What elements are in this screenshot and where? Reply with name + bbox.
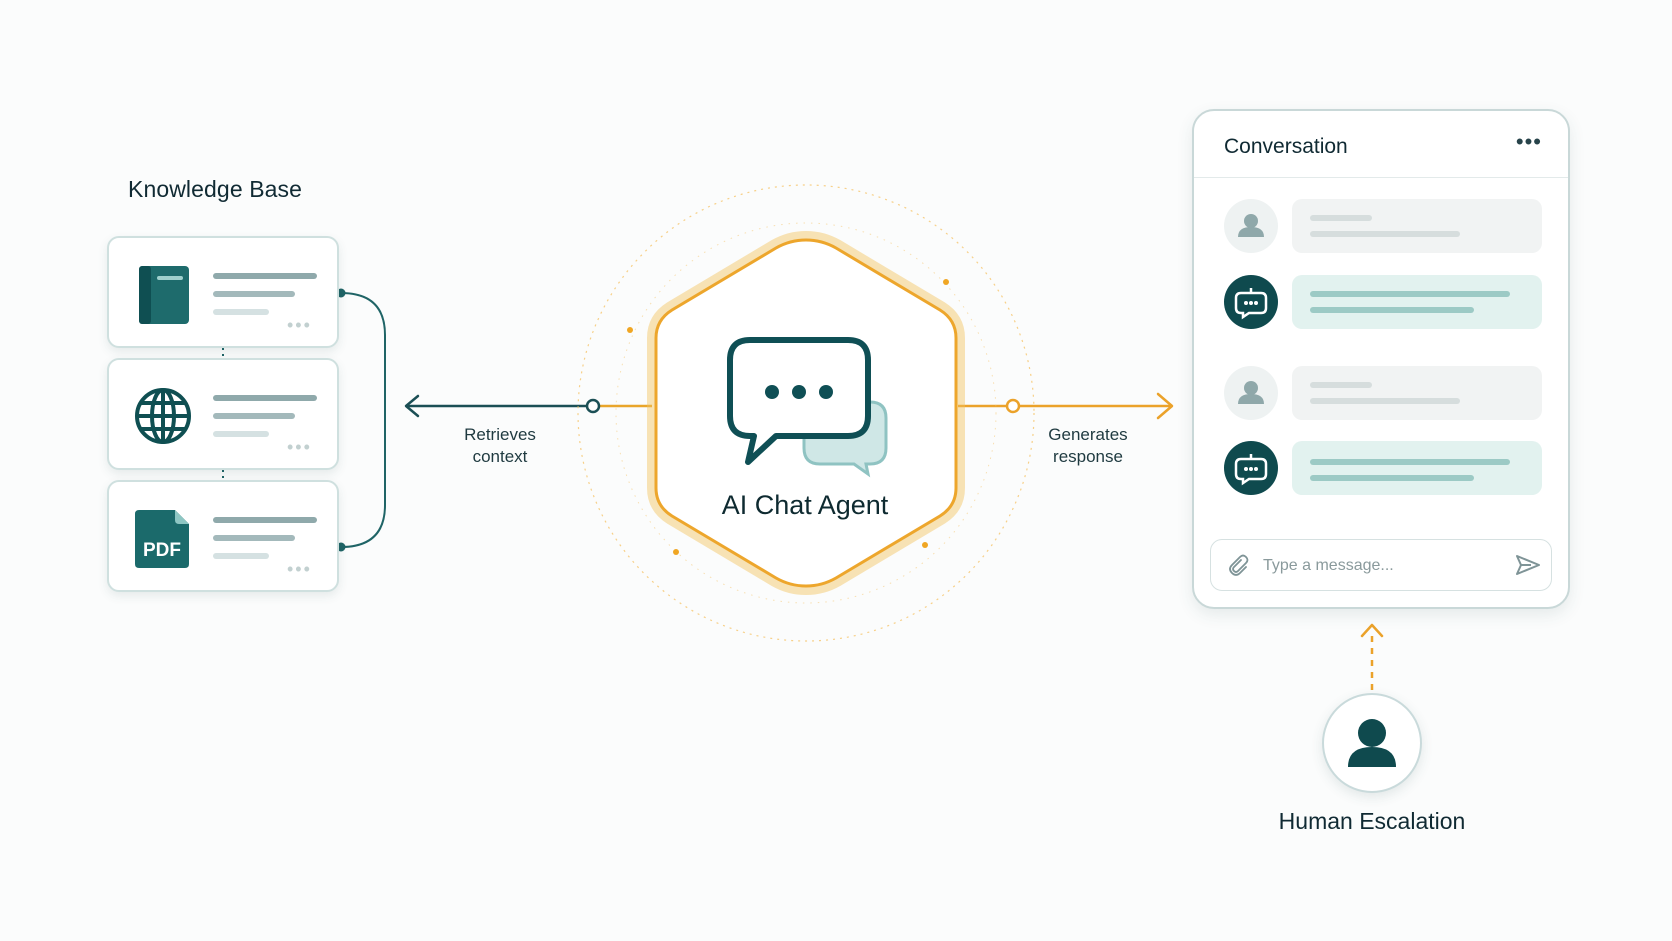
retrieve-arrow (404, 394, 652, 418)
user-message-bubble (1292, 199, 1542, 253)
bot-message-bubble (1292, 441, 1542, 495)
text-line (1310, 398, 1460, 404)
agent-title: AI Chat Agent (721, 490, 889, 520)
text-line (1310, 459, 1510, 465)
text-line (1310, 215, 1372, 221)
generate-arrow (958, 392, 1174, 420)
human-escalation-label: Human Escalation (1278, 808, 1466, 834)
bot-avatar (1224, 275, 1278, 329)
pdf-badge: PDF (143, 540, 181, 561)
person-icon (1348, 719, 1396, 767)
message-input[interactable] (1261, 540, 1495, 591)
knowledge-base-title: Knowledge Base (128, 176, 303, 202)
bot-icon (1234, 454, 1268, 486)
text-line (213, 553, 269, 559)
kb-source-card-web[interactable]: ••• (107, 358, 339, 470)
kb-source-card-pdf[interactable]: PDF ••• (107, 480, 339, 592)
human-escalation-node[interactable] (1322, 693, 1422, 793)
retrieve-label-line1: Retrieves (464, 425, 536, 444)
kb-source-card-book[interactable]: ••• (107, 236, 339, 348)
bot-message-bubble (1292, 275, 1542, 329)
pdf-icon (135, 510, 189, 568)
user-message-bubble (1292, 366, 1542, 420)
more-dots: ••• (287, 315, 312, 335)
bot-avatar (1224, 441, 1278, 495)
text-line (1310, 307, 1474, 313)
text-line (213, 431, 269, 437)
chat-bubbles-icon (727, 337, 888, 478)
more-menu-button[interactable]: ••• (1515, 129, 1542, 154)
user-icon (1238, 381, 1264, 404)
text-line (213, 309, 269, 315)
retrieves-context-label: Retrieves context (440, 424, 560, 468)
text-line (1310, 475, 1474, 481)
message-composer (1210, 539, 1552, 591)
escalation-arrow (1360, 623, 1384, 690)
user-avatar (1224, 366, 1278, 420)
text-line (1310, 382, 1372, 388)
kb-bracket-connector (336, 288, 386, 552)
generates-response-label: Generates response (1028, 424, 1148, 468)
text-line (213, 517, 317, 523)
send-icon[interactable] (1515, 553, 1541, 577)
text-line (213, 273, 317, 279)
paperclip-icon[interactable] (1225, 553, 1249, 577)
text-line (213, 535, 295, 541)
agent-halo (577, 184, 1035, 642)
more-dots: ••• (287, 437, 312, 457)
bot-icon (1234, 288, 1268, 320)
generate-label-line2: response (1053, 447, 1123, 466)
globe-icon (135, 388, 191, 444)
text-line (1310, 231, 1460, 237)
conversation-title: Conversation (1224, 135, 1348, 158)
text-line (1310, 291, 1510, 297)
user-icon (1238, 214, 1264, 237)
generate-label-line1: Generates (1048, 425, 1128, 444)
user-avatar (1224, 199, 1278, 253)
text-line (213, 395, 317, 401)
book-icon (139, 266, 189, 324)
text-line (213, 291, 295, 297)
conversation-header: Conversation ••• (1194, 111, 1568, 178)
retrieve-label-line2: context (472, 447, 528, 466)
text-line (213, 413, 295, 419)
conversation-panel: Conversation ••• (1192, 109, 1570, 609)
more-dots: ••• (287, 559, 312, 579)
